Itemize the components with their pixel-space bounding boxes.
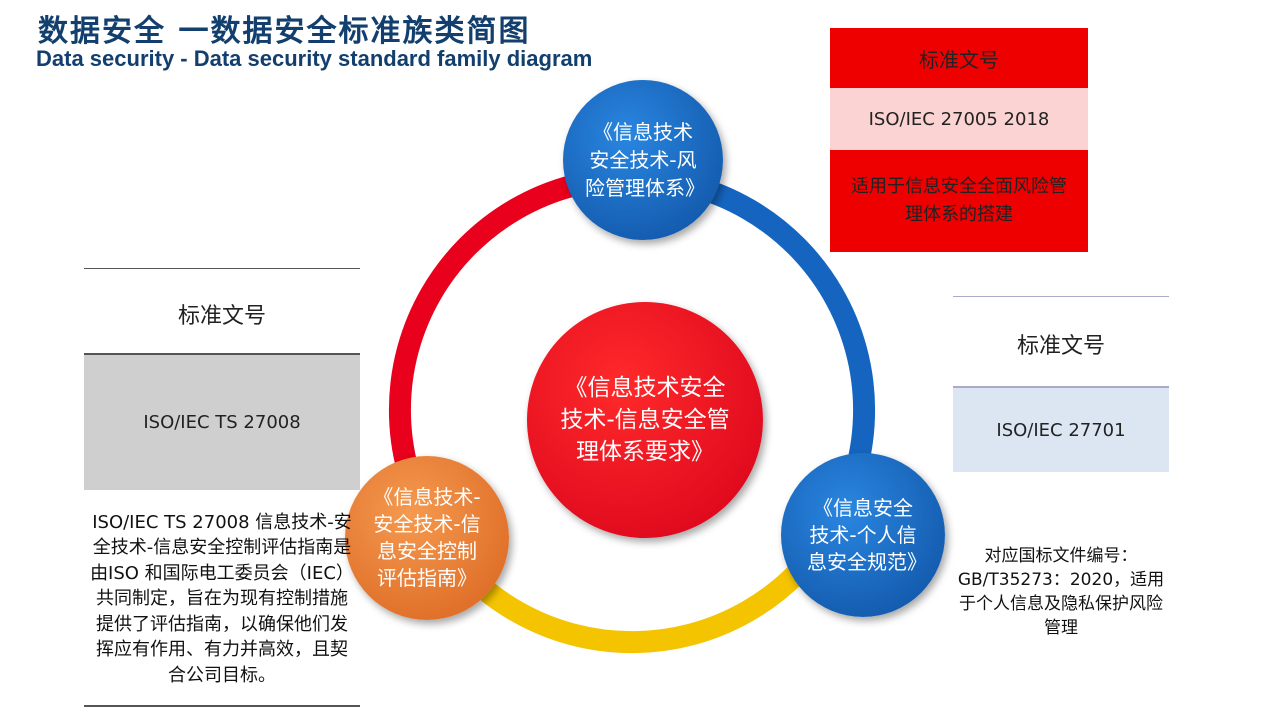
divider bbox=[953, 296, 1169, 297]
left-desc: ISO/IEC TS 27008 信息技术-安全技术-信息安全控制评估指南是由I… bbox=[90, 511, 354, 686]
top-right-number: ISO/IEC 27005 2018 bbox=[830, 88, 1088, 150]
center-circle: 《信息技术安全技术-信息安全管理体系要求》 bbox=[527, 302, 763, 538]
left-circle-text: 《信息技术-安全技术-信息安全控制评估指南》 bbox=[373, 485, 481, 590]
top-right-desc: 适用于信息安全全面风险管理体系的搭建 bbox=[830, 150, 1088, 252]
right-desc: 对应国标文件编号：GB/T35273：2020，适用于个人信息及隐私保护风险管理 bbox=[957, 546, 1165, 638]
top-right-header: 标准文号 bbox=[830, 28, 1088, 88]
divider bbox=[84, 705, 360, 707]
title-english: Data security - Data security standard f… bbox=[36, 46, 593, 71]
top-circle-text: 《信息技术安全技术-风险管理体系》 bbox=[585, 120, 705, 200]
right-number: ISO/IEC 27701 bbox=[953, 388, 1169, 472]
left-header: 标准文号 bbox=[177, 304, 266, 329]
top-circle: 《信息技术安全技术-风险管理体系》 bbox=[563, 80, 723, 240]
divider bbox=[84, 268, 360, 269]
left-circle: 《信息技术-安全技术-信息安全控制评估指南》 bbox=[345, 456, 509, 620]
center-text: 《信息技术安全技术-信息安全管理体系要求》 bbox=[560, 375, 730, 465]
divider bbox=[953, 386, 1169, 388]
divider bbox=[84, 353, 360, 355]
right-circle-text: 《信息安全技术-个人信息安全规范》 bbox=[807, 495, 927, 574]
right-circle: 《信息安全技术-个人信息安全规范》 bbox=[781, 453, 945, 617]
right-header: 标准文号 bbox=[1016, 334, 1105, 359]
left-number: ISO/IEC TS 27008 bbox=[84, 355, 360, 490]
title-chinese: 数据安全 一数据安全标准族类简图 bbox=[38, 14, 531, 49]
